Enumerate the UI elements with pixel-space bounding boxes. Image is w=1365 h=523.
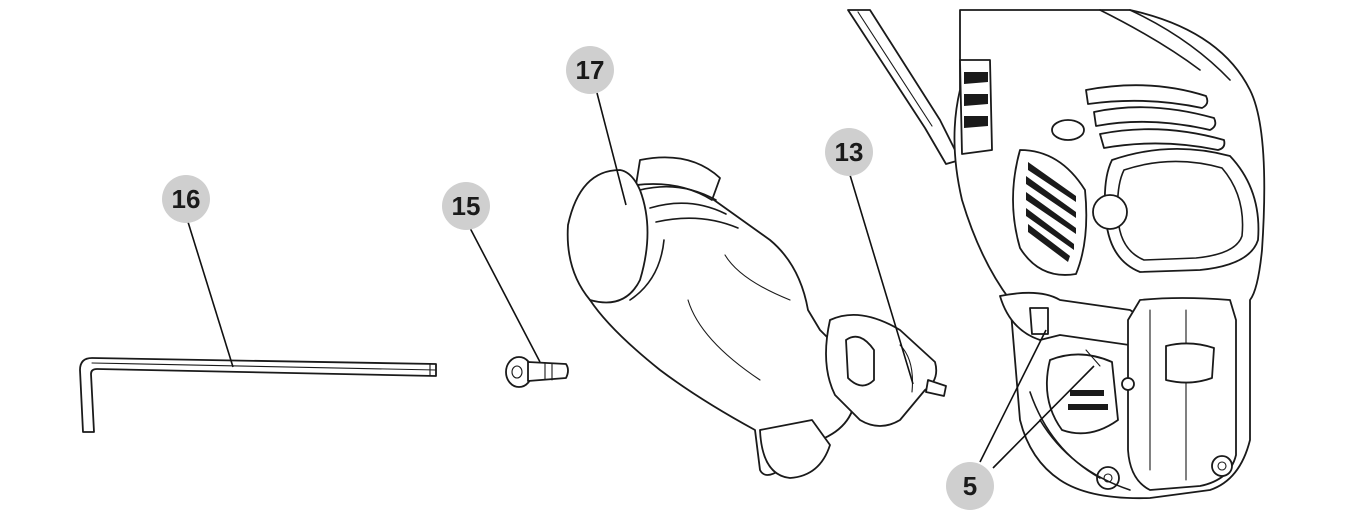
hex-key-part-16 (79, 357, 437, 433)
callout-16-label: 16 (172, 184, 201, 214)
screw-part-15 (505, 356, 569, 388)
callout-15: 15 (442, 182, 490, 230)
callout-17-circle (566, 46, 614, 94)
callout-13: 13 (825, 128, 873, 176)
leader-lines (187, 92, 1095, 469)
leader-15 (469, 227, 541, 363)
leader-5-b (992, 365, 1095, 469)
leader-5-a (979, 329, 1047, 463)
callout-16: 16 (162, 175, 210, 223)
tool-head-assembly (847, 9, 1266, 500)
callout-13-circle (825, 128, 873, 176)
leader-13 (849, 174, 914, 385)
leader-16 (187, 221, 234, 368)
callout-16-circle (162, 175, 210, 223)
callout-15-circle (442, 182, 490, 230)
callout-17-label: 17 (576, 55, 605, 85)
callout-15-label: 15 (452, 191, 481, 221)
callout-5-circle (946, 462, 994, 510)
dust-adapter-part-17 (566, 156, 947, 479)
callout-5-label: 5 (963, 471, 977, 501)
callout-13-label: 13 (835, 137, 864, 167)
callout-17: 17 (566, 46, 614, 94)
callout-5: 5 (946, 462, 994, 510)
leader-17 (596, 92, 627, 206)
